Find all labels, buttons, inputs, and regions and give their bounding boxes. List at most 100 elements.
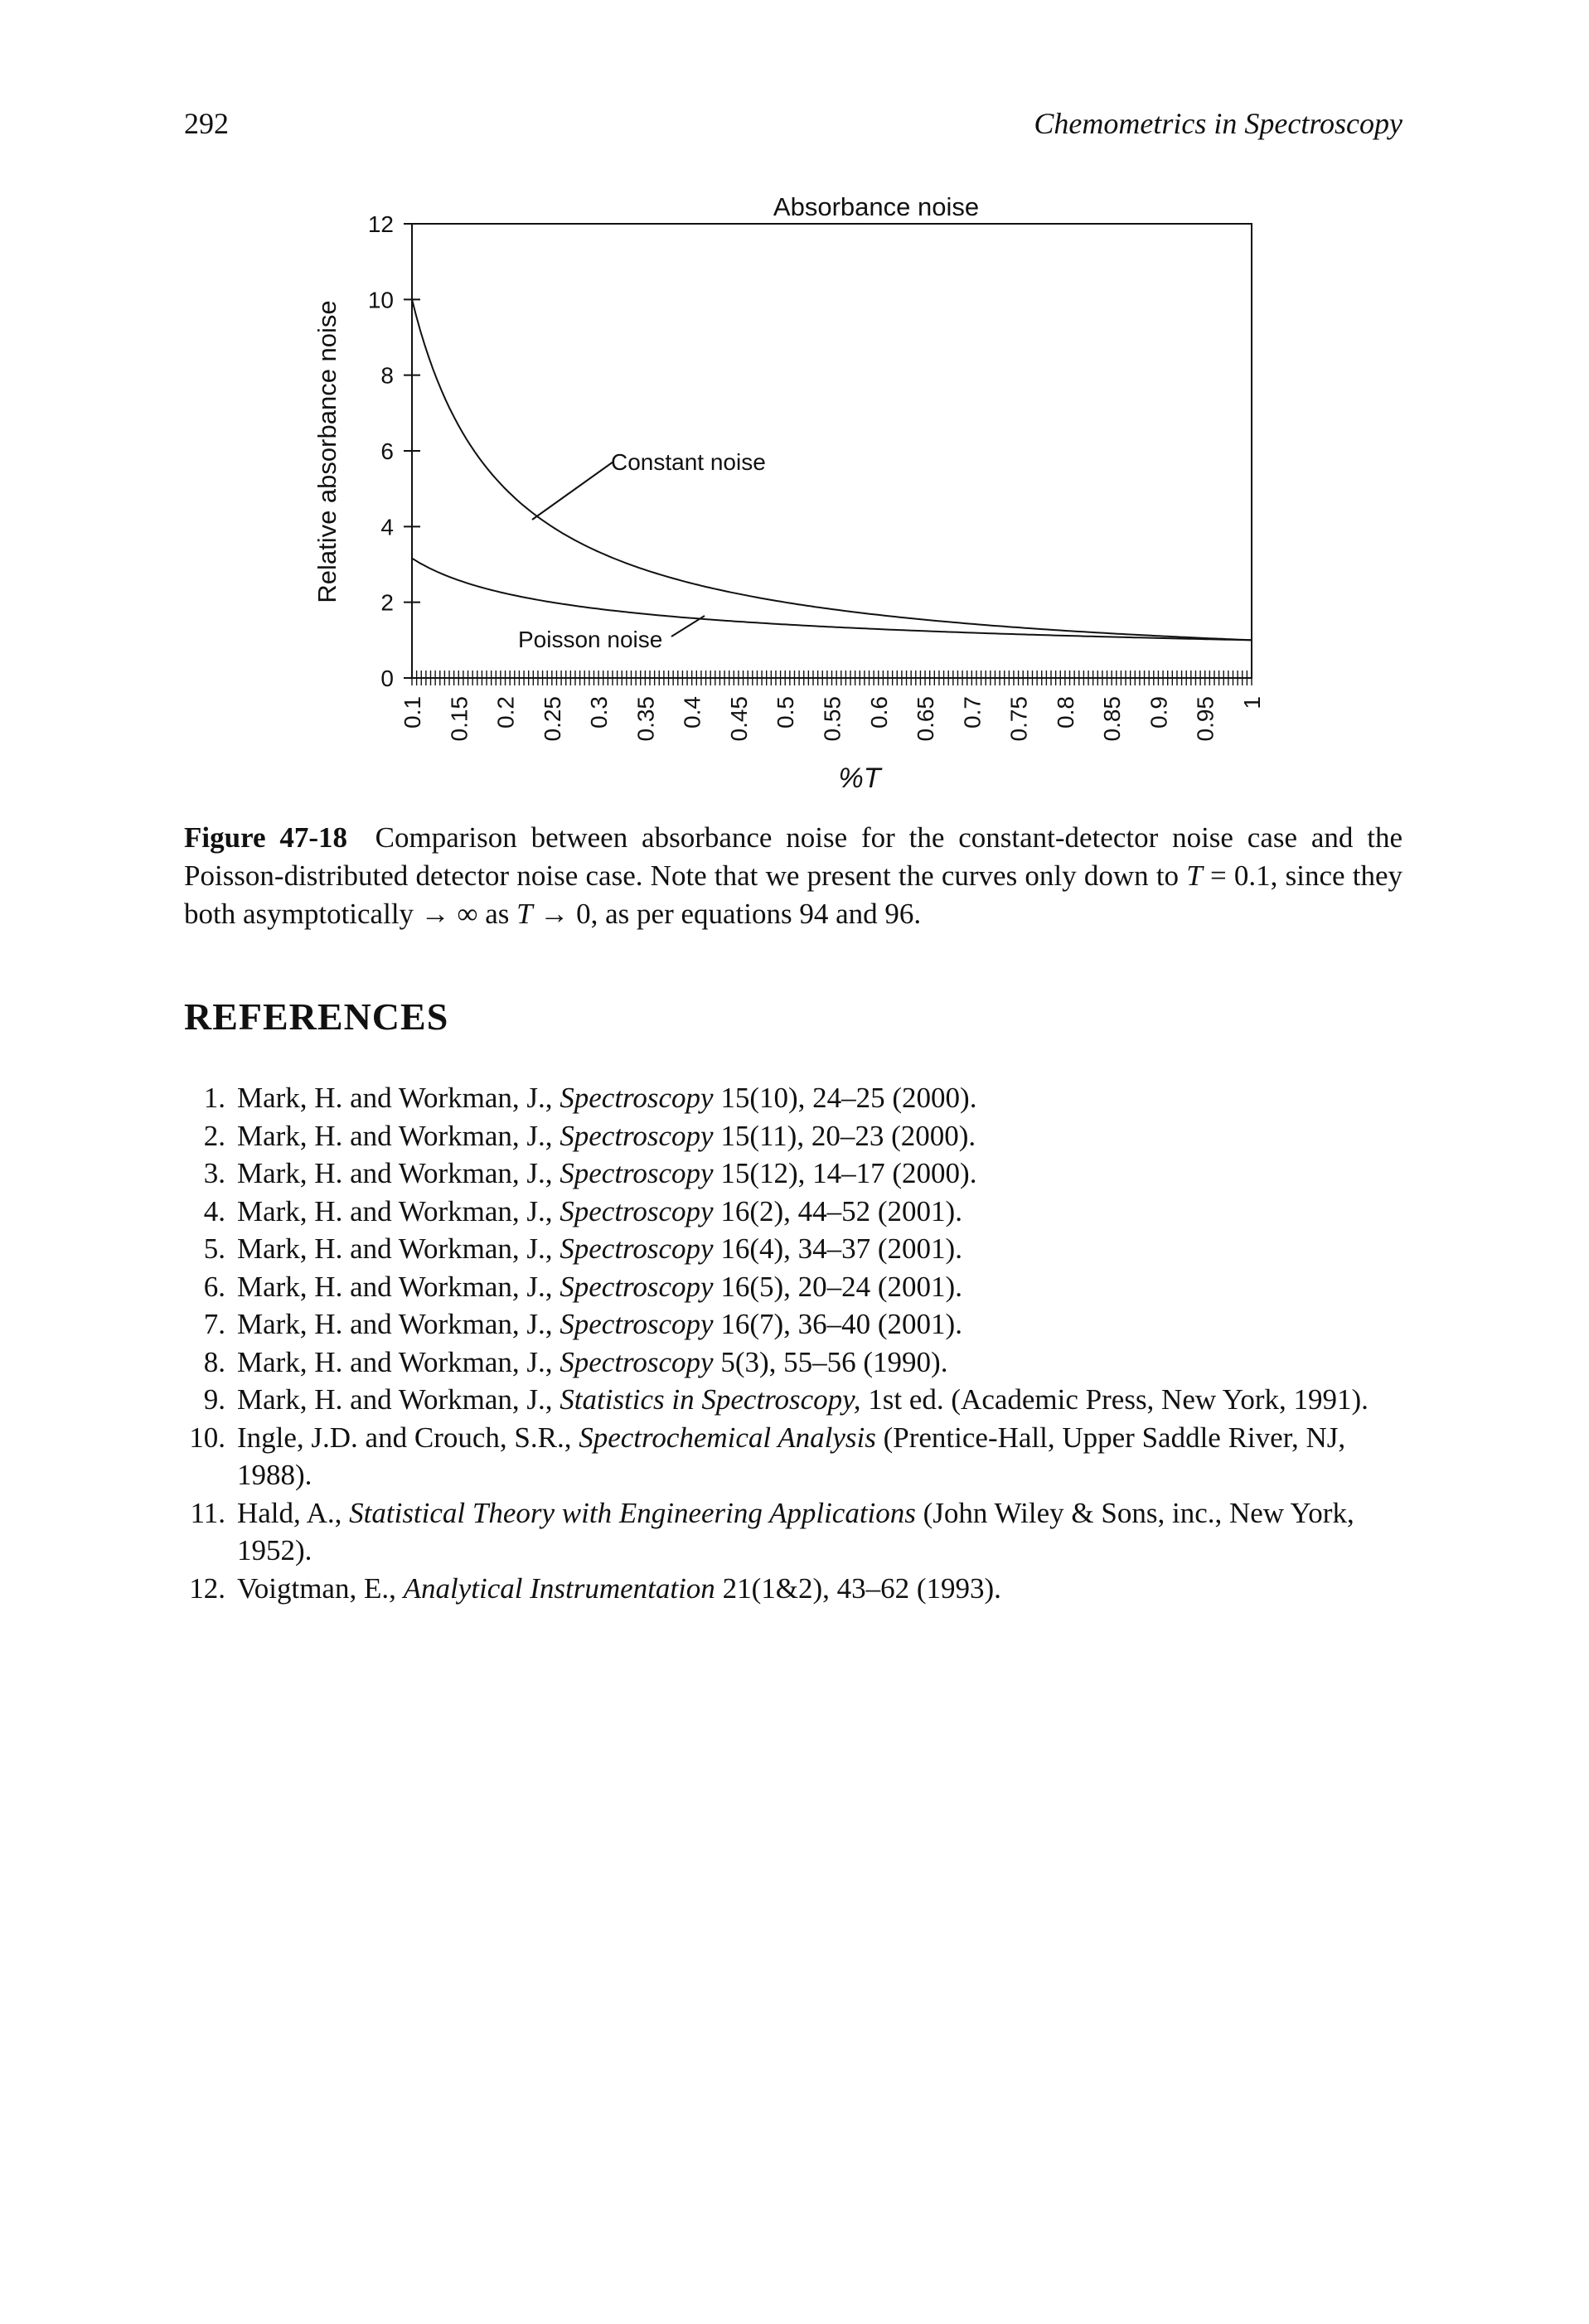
y-axis-label: Relative absorbance noise xyxy=(312,300,342,603)
y-tick-label: 12 xyxy=(368,211,394,237)
x-axis-minor-ticks xyxy=(411,671,1252,685)
x-tick-label: 0.55 xyxy=(820,696,845,742)
reference-details: 15(10), 24–25 (2000). xyxy=(720,1082,977,1114)
reference-authors: Hald, A., xyxy=(237,1496,342,1529)
x-tick-label: 0.65 xyxy=(913,696,938,742)
running-head: 292 Chemometrics in Spectroscopy xyxy=(184,106,1402,148)
x-tick-label: 0.95 xyxy=(1193,696,1218,742)
reference-number: 10. xyxy=(189,1421,225,1454)
reference-title: Spectroscopy xyxy=(560,1157,714,1189)
caption-text-1: Comparison between absorbance noise for … xyxy=(184,821,1402,892)
reference-title: Spectroscopy xyxy=(560,1082,714,1114)
y-tick-label: 0 xyxy=(380,666,394,691)
caption-text-3: → 0, as per equations 94 and 96. xyxy=(540,898,922,930)
x-tick-label: 0.15 xyxy=(446,696,472,742)
reference-details: 16(4), 34–37 (2001). xyxy=(720,1232,962,1265)
x-axis-tick-labels: 0.1 0.15 0.2 0.25 0.3 0.35 0.4 0.45 0.5 0.55 0.6 0.… xyxy=(400,696,1265,742)
reference-number: 7. xyxy=(203,1308,225,1340)
x-tick-label: 0.75 xyxy=(1006,696,1032,742)
reference-number: 6. xyxy=(203,1270,225,1303)
constant-noise-line xyxy=(411,299,1252,642)
reference-item: 8.Mark, H. and Workman, J., Spectroscopy… xyxy=(184,1344,1402,1382)
reference-authors: Mark, H. and Workman, J., xyxy=(237,1157,553,1189)
reference-item: 3. Mark, H. and Workman, J., Spectroscopy… xyxy=(184,1155,1402,1193)
poisson-noise-annotation: Poisson noise xyxy=(518,627,662,652)
x-tick-label: 0.3 xyxy=(586,696,612,729)
y-tick-label: 4 xyxy=(380,514,394,540)
y-tick-label: 8 xyxy=(380,363,394,389)
constant-noise-leader xyxy=(531,461,614,520)
references-list: 1.Mark, H. and Workman, J., Spectroscopy… xyxy=(184,1079,1402,1607)
references-heading: REFERENCES xyxy=(184,995,449,1038)
figure-caption: Figure 47-18 Comparison between absorban… xyxy=(184,819,1402,933)
reference-number: 11. xyxy=(190,1496,225,1529)
x-tick-label: 0.35 xyxy=(632,696,658,742)
reference-details: 16(2), 44–52 (2001). xyxy=(720,1194,962,1227)
reference-authors: Mark, H. and Workman, J., xyxy=(237,1270,553,1303)
reference-details: (John Wiley & Sons, inc., New York, 1952… xyxy=(237,1496,1354,1567)
reference-details: 5(3), 55–56 (1990). xyxy=(720,1345,948,1378)
x-tick-label: 0.4 xyxy=(680,696,705,729)
x-tick-label: 0.1 xyxy=(400,696,425,729)
y-tick-label: 6 xyxy=(380,438,394,464)
reference-item: 11. Hald, A., Statistical Theory with Eng… xyxy=(184,1494,1402,1570)
y-tick-label: 2 xyxy=(380,590,394,616)
x-tick-label: 0.6 xyxy=(866,696,892,729)
reference-title: Spectroscopy xyxy=(560,1194,714,1227)
poisson-noise-line xyxy=(411,557,1252,642)
reference-details: 16(5), 20–24 (2001). xyxy=(720,1270,962,1303)
reference-item: 2.Mark, H. and Workman, J., Spectroscopy… xyxy=(184,1117,1402,1155)
reference-item: 7.Mark, H. and Workman, J., Spectroscopy… xyxy=(184,1305,1402,1344)
constant-noise-annotation: Constant noise xyxy=(611,449,766,475)
poisson-noise-leader xyxy=(671,615,705,637)
book-title: Chemometrics in Spectroscopy xyxy=(1034,107,1402,140)
reference-details: 15(12), 14–17 (2000). xyxy=(720,1157,977,1189)
reference-title: Statistical Theory with Engineering Appl… xyxy=(349,1496,916,1529)
reference-authors: Mark, H. and Workman, J., xyxy=(237,1308,553,1340)
caption-t-symbol-1: T xyxy=(1186,859,1203,892)
caption-t-symbol-2: T xyxy=(516,898,533,930)
x-tick-label: 0.45 xyxy=(726,696,752,742)
reference-item: 6. Mark, H. and Workman, J., Spectroscopy… xyxy=(184,1268,1402,1306)
reference-details: 1st ed. (Academic Press, New York, 1991)… xyxy=(868,1383,1369,1416)
reference-title: Statistics in Spectroscopy, xyxy=(560,1383,861,1416)
reference-authors: Mark, H. and Workman, J., xyxy=(237,1383,553,1416)
reference-item: 10.Ingle, J.D. and Crouch, S.R., Spectro… xyxy=(184,1419,1402,1494)
reference-item: 1.Mark, H. and Workman, J., Spectroscopy… xyxy=(184,1079,1402,1117)
reference-details: 21(1&2), 43–62 (1993). xyxy=(722,1571,1001,1605)
reference-number: 4. xyxy=(203,1194,225,1227)
reference-details: 15(11), 20–23 (2000). xyxy=(720,1119,976,1152)
reference-authors: Mark, H. and Workman, J., xyxy=(237,1119,553,1152)
reference-number: 5. xyxy=(203,1232,225,1265)
reference-number: 8. xyxy=(203,1345,225,1378)
reference-item: 5.Mark, H. and Workman, J., Spectroscopy… xyxy=(184,1230,1402,1268)
reference-title: Spectroscopy xyxy=(560,1270,714,1303)
reference-authors: Mark, H. and Workman, J., xyxy=(237,1194,553,1227)
reference-item: 4. Mark, H. and Workman, J., Spectroscopy… xyxy=(184,1193,1402,1231)
reference-title: Spectroscopy xyxy=(560,1345,714,1378)
x-tick-label: 0.85 xyxy=(1099,696,1125,742)
x-tick-label: 0.2 xyxy=(493,696,519,729)
reference-authors: Mark, H. and Workman, J., xyxy=(237,1232,553,1265)
x-tick-label: 1 xyxy=(1239,696,1265,709)
reference-details: 16(7), 36–40 (2001). xyxy=(720,1308,962,1340)
reference-details: (Prentice-Hall, Upper Saddle River, NJ, … xyxy=(237,1421,1346,1492)
reference-number: 12. xyxy=(189,1571,225,1605)
page-number: 292 xyxy=(184,107,229,140)
caption-text-2: = 0.1, since they both asymptotically → … xyxy=(184,859,1403,930)
reference-authors: Mark, H. and Workman, J., xyxy=(237,1082,553,1114)
reference-authors: Voigtman, E., xyxy=(237,1571,396,1605)
x-tick-label: 0.7 xyxy=(959,696,985,729)
x-tick-label: 0.8 xyxy=(1053,696,1078,729)
x-tick-label: 0.9 xyxy=(1146,696,1171,729)
reference-number: 3. xyxy=(203,1157,225,1189)
x-tick-label: 0.5 xyxy=(773,696,798,729)
x-tick-label: 0.25 xyxy=(540,696,565,742)
reference-item: 12.Voigtman, E., Analytical Instrumentat… xyxy=(184,1570,1402,1608)
reference-authors: Ingle, J.D. and Crouch, S.R., xyxy=(237,1421,572,1454)
reference-item: 9.Mark, H. and Workman, J., Statistics i… xyxy=(184,1381,1402,1419)
figure-label: Figure 47-18 xyxy=(184,821,347,854)
x-axis-label: %T xyxy=(839,763,883,794)
